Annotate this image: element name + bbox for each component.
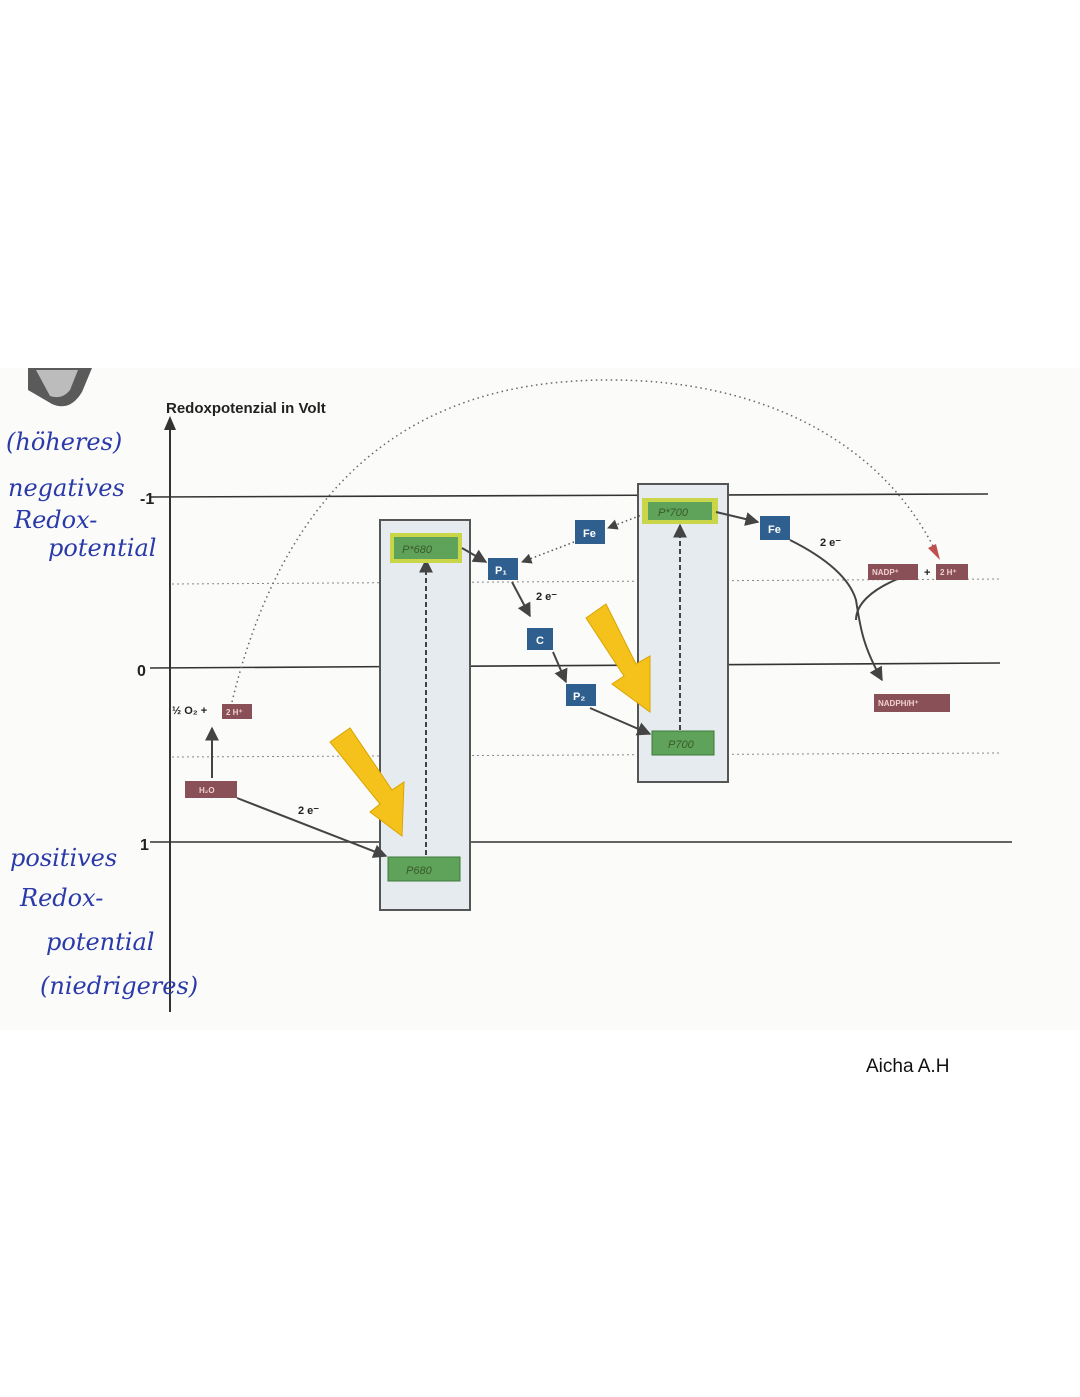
handwriting-bottom-line1: positives	[10, 844, 117, 872]
two-e-mid-label: 2 e⁻	[536, 591, 557, 603]
p700-star-label: P*700	[658, 507, 689, 519]
p680star-to-p1-arrow	[461, 547, 488, 563]
fe-right-box	[760, 516, 790, 540]
p1-box	[488, 558, 518, 580]
p700star-to-fe-left-dotted-arrow	[607, 513, 645, 530]
nadp-box	[868, 564, 918, 580]
light-arrow-ps2	[329, 727, 405, 837]
tick-label-neg1: -1	[140, 491, 154, 508]
p680-star-label: P*680	[402, 544, 433, 556]
handwriting-top-line1: (höheres)	[6, 428, 122, 456]
fe-to-nadph-curve	[789, 539, 883, 682]
c-label: C	[536, 635, 544, 647]
two-e-right-label: 2 e⁻	[820, 537, 841, 549]
dotted-line-lower	[171, 752, 1001, 758]
nadp-to-curve	[855, 577, 901, 621]
pen-image	[28, 368, 92, 407]
two-h-left-box	[222, 704, 252, 719]
fe-right-label: Fe	[768, 524, 781, 536]
level-line-neg1	[149, 493, 989, 498]
nadp-label: NADP⁺	[872, 568, 899, 577]
level-line-0	[149, 662, 1001, 669]
p1-label: P₁	[495, 565, 507, 577]
handwriting-bottom-line4: (niedrigeres)	[40, 972, 198, 1000]
handwriting-bottom-line2: Redox-	[19, 884, 103, 912]
dotted-line-upper	[171, 578, 1001, 585]
fe-left-box	[575, 520, 605, 544]
signature: Aicha A.H	[866, 1056, 949, 1077]
p700-star-box	[648, 502, 712, 520]
light-arrow-ps1	[585, 603, 651, 713]
handwriting-top-line4: potential	[48, 534, 156, 562]
y-axis-arrowhead	[164, 416, 176, 430]
p680-label: P680	[406, 865, 433, 877]
handwriting-top-line3: Redox-	[13, 506, 97, 534]
p680-box	[387, 856, 461, 882]
handwriting-top-line2: negatives	[8, 474, 125, 502]
p2-box	[566, 684, 596, 706]
p1-to-c-arrow	[511, 581, 531, 618]
two-h-left-label: 2 H⁺	[226, 708, 243, 717]
p2-label: P₂	[573, 691, 585, 703]
c-box	[527, 628, 553, 650]
nadph-label: NADPH/H⁺	[878, 699, 919, 708]
arc-arrowhead	[928, 544, 940, 560]
two-h-right-label: 2 H⁺	[940, 568, 957, 577]
plus-label: +	[924, 567, 930, 579]
p680-star-box	[394, 537, 458, 559]
tick-label-1: 1	[140, 837, 149, 854]
axis-title: Redoxpotenzial in Volt	[166, 400, 326, 417]
p700star-to-fe-right-arrow	[715, 511, 760, 526]
water-to-p680-arrow	[236, 797, 388, 858]
tick-label-0: 0	[137, 663, 146, 680]
fe-left-label: Fe	[583, 528, 596, 540]
water-label: H₂O	[199, 786, 215, 795]
half-oxygen-label: ½ O₂ +	[172, 705, 207, 717]
p2-to-p700-arrow	[589, 707, 652, 736]
two-e-left-label: 2 e⁻	[298, 805, 319, 817]
water-box	[185, 781, 237, 798]
nadph-box	[874, 694, 950, 712]
c-to-p2-arrow	[552, 651, 568, 684]
handwriting-bottom-line3: potential	[46, 928, 154, 956]
p700-label: P700	[668, 739, 695, 751]
dotted-arc	[231, 379, 936, 703]
fe-to-p1-dotted-arrow	[521, 541, 575, 564]
p700-box	[651, 730, 715, 756]
two-h-right-box	[936, 564, 968, 580]
